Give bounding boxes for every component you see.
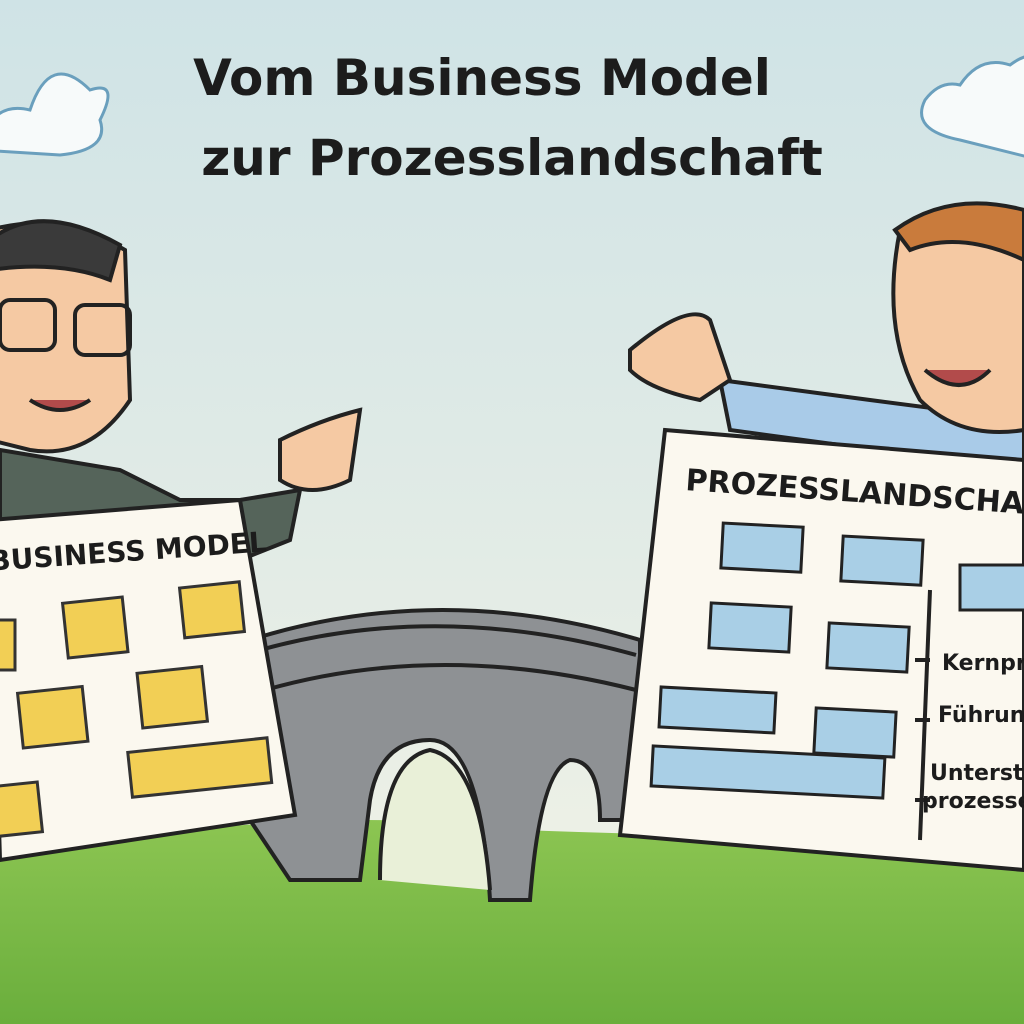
sticky-notes xyxy=(0,580,274,839)
cloud-left xyxy=(0,72,110,157)
businessman-right xyxy=(628,201,1024,473)
prozesslandschaft-board: PROZESSLANDSCHAFT Kernprozesse Führungsp… xyxy=(617,427,1024,873)
grass xyxy=(0,820,1024,1024)
label-unterstuetzung: Unterstützungs- xyxy=(930,761,1024,786)
cloud-right xyxy=(920,55,1024,158)
title-line-1: Vom Business Model xyxy=(193,49,771,107)
process-boxes xyxy=(649,521,1024,800)
label-kernprozesse: Kernprozesse xyxy=(942,651,1024,676)
business-model-board: BUSINESS MODEL xyxy=(0,497,298,863)
stone-bridge xyxy=(248,608,642,902)
title-line-2: zur Prozesslandschaft xyxy=(201,129,823,187)
label-fuehrungsprozesse: Führungsprozesse xyxy=(938,703,1024,728)
label-prozesse: prozesse xyxy=(922,789,1024,814)
